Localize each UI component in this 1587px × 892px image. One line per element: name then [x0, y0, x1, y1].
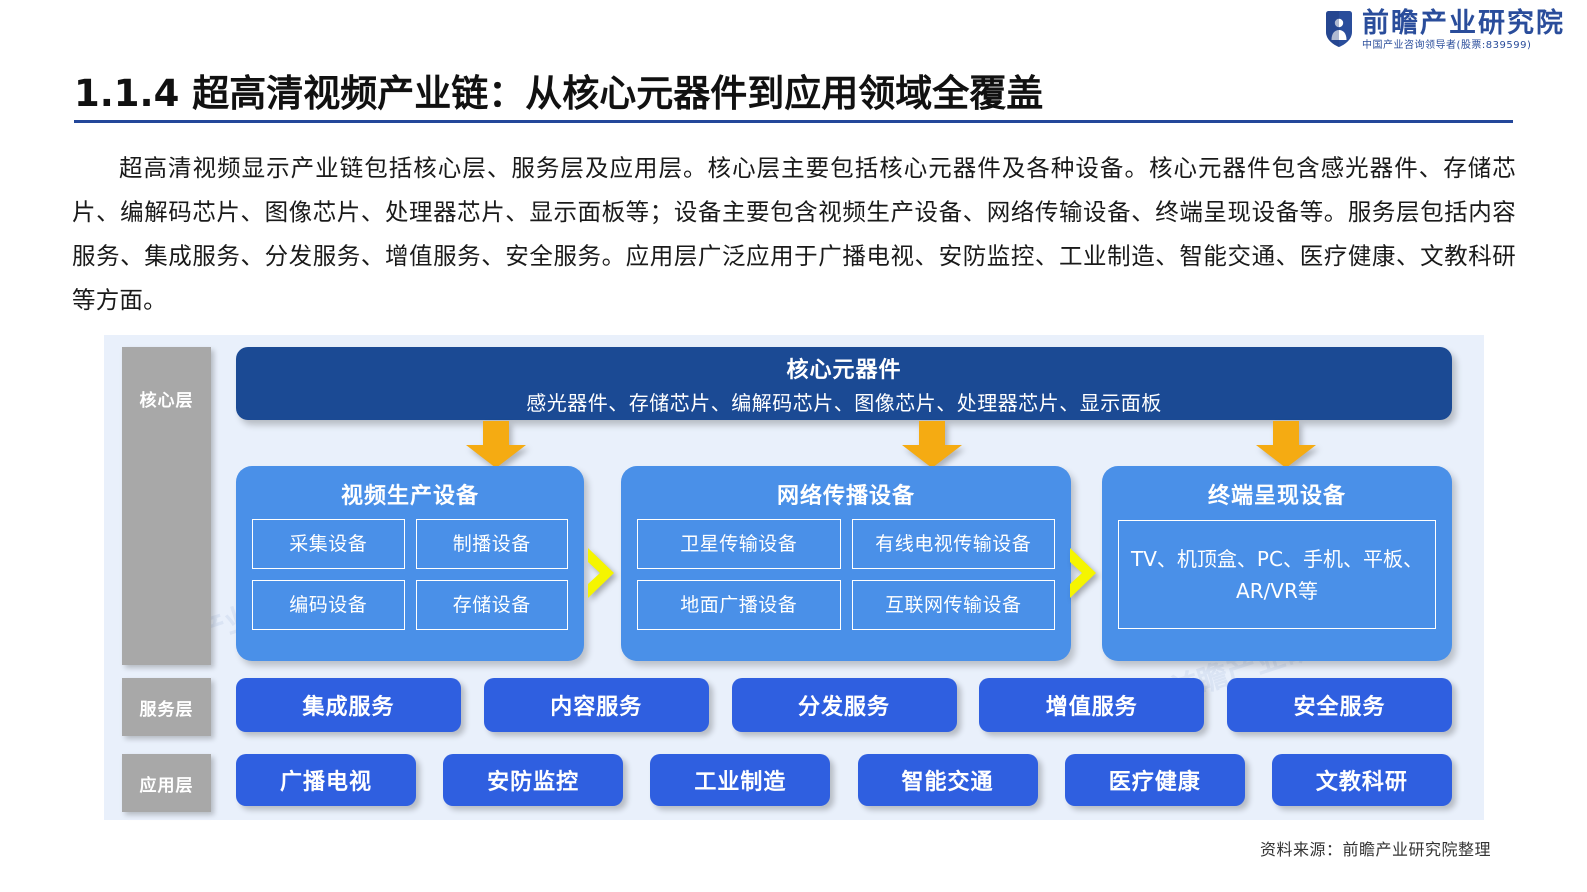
layer-tag-core-label: 核心层	[139, 390, 194, 411]
brand-name: 前瞻产业研究院	[1362, 8, 1565, 39]
application-layer-item[interactable]: 智能交通	[857, 754, 1038, 806]
application-layer-item[interactable]: 文教科研	[1271, 754, 1452, 806]
application-layer-item[interactable]: 安防监控	[443, 754, 624, 806]
down-arrow-icon	[901, 421, 963, 469]
chevron-right-icon	[1069, 547, 1097, 599]
service-layer-item[interactable]: 分发服务	[731, 678, 957, 732]
equipment-group-title: 视频生产设备	[340, 484, 479, 509]
industry-chain-diagram: 前瞻产业研究院 前瞻产业研究院 前瞻产业研究院 核心层 服务层 应用层 核心元器…	[104, 335, 1484, 820]
service-layer-item[interactable]: 内容服务	[483, 678, 709, 732]
layer-tag-application-label: 应用层	[139, 775, 194, 796]
source-note: 资料来源：前瞻产业研究院整理	[1259, 840, 1491, 859]
service-layer-item[interactable]: 安全服务	[1227, 678, 1452, 732]
equipment-item: 制播设备	[415, 519, 568, 569]
brand-logo: 前瞻产业研究院 中国产业咨询领导者(股票:839599)	[1324, 10, 1565, 51]
page-title-block: 1.1.4 超高清视频产业链：从核心元器件到应用领域全覆盖	[74, 72, 1513, 123]
service-layer-item[interactable]: 增值服务	[979, 678, 1205, 732]
equipment-item: 互联网传输设备	[851, 580, 1055, 630]
equipment-item: 存储设备	[415, 580, 568, 630]
application-layer-item[interactable]: 工业制造	[650, 754, 831, 806]
equipment-item: 地面广播设备	[637, 580, 841, 630]
application-layer-row: 广播电视 安防监控 工业制造 智能交通 医疗健康 文教科研	[236, 754, 1452, 806]
body-paragraph: 超高清视频显示产业链包括核心层、服务层及应用层。核心层主要包括核心元器件及各种设…	[72, 154, 1516, 314]
equipment-group-terminal-display: 终端呈现设备 TV、机顶盒、PC、手机、平板、AR/VR等	[1102, 466, 1452, 661]
brand-tagline: 中国产业咨询领导者(股票:839599)	[1362, 40, 1532, 51]
shield-person-logo-icon	[1324, 10, 1354, 48]
equipment-item: 采集设备	[252, 519, 405, 569]
layer-tag-core: 核心层	[122, 347, 211, 665]
equipment-item-grid: 采集设备 制播设备 编码设备 存储设备	[236, 510, 584, 630]
core-components-title: 核心元器件	[786, 357, 902, 383]
equipment-item: TV、机顶盒、PC、手机、平板、AR/VR等	[1118, 520, 1436, 629]
layer-tag-application: 应用层	[122, 754, 211, 812]
equipment-group-title: 终端呈现设备	[1207, 484, 1346, 509]
equipment-group-network-transmission: 网络传播设备 卫星传输设备 有线电视传输设备 地面广播设备 互联网传输设备	[621, 466, 1071, 661]
service-layer-row: 集成服务 内容服务 分发服务 增值服务 安全服务	[236, 678, 1452, 732]
down-arrow-icon	[465, 421, 527, 469]
core-components-banner: 核心元器件 感光器件、存储芯片、编解码芯片、图像芯片、处理器芯片、显示面板	[236, 347, 1452, 420]
chevron-right-icon	[587, 547, 615, 599]
application-layer-item[interactable]: 医疗健康	[1064, 754, 1245, 806]
title-divider	[74, 119, 1513, 123]
equipment-item: 有线电视传输设备	[851, 519, 1055, 569]
service-layer-item[interactable]: 集成服务	[236, 678, 461, 732]
layer-tag-service: 服务层	[122, 678, 211, 736]
layer-tag-service-label: 服务层	[139, 699, 194, 720]
equipment-group-video-production: 视频生产设备 采集设备 制播设备 编码设备 存储设备	[236, 466, 584, 661]
equipment-item: 编码设备	[252, 580, 405, 630]
down-arrow-icon	[1255, 421, 1317, 469]
application-layer-item[interactable]: 广播电视	[236, 754, 416, 806]
equipment-group-title: 网络传播设备	[776, 484, 915, 509]
page-title: 1.1.4 超高清视频产业链：从核心元器件到应用领域全覆盖	[74, 72, 1044, 115]
core-components-subtitle: 感光器件、存储芯片、编解码芯片、图像芯片、处理器芯片、显示面板	[526, 390, 1162, 415]
equipment-item: 卫星传输设备	[637, 519, 841, 569]
equipment-item-grid: 卫星传输设备 有线电视传输设备 地面广播设备 互联网传输设备	[621, 510, 1071, 630]
